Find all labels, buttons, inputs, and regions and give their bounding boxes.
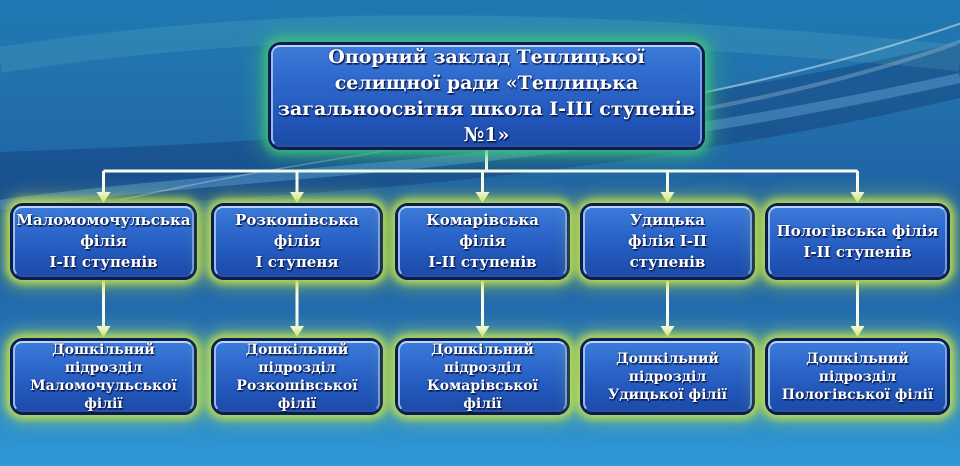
tier2-arrowheads <box>96 326 865 337</box>
top-teal-arc <box>0 15 960 73</box>
branch-label: Пологівська філія I-II ступенів <box>776 221 939 261</box>
branch-label: Розкошівська філія I ступеня <box>235 211 359 271</box>
preschool-node-polohivska: Дошкільний підрозділ Пологівської філії <box>765 338 950 415</box>
soft-wave <box>0 73 960 210</box>
branch-node-malomomochulska: Маломомочульська філія I-II ступенів <box>10 203 197 280</box>
preschool-label: Дошкільний підрозділ Комарівської філії <box>427 341 538 412</box>
tier2-connector <box>102 281 859 327</box>
preschool-label: Дошкільний підрозділ Удицької філії <box>607 350 727 403</box>
org-root-node: Опорний заклад Теплицької селищної ради … <box>268 42 705 150</box>
branch-node-rozkoshivska: Розкошівська філія I ступеня <box>211 203 383 280</box>
preschool-node-komarivska: Дошкільний підрозділ Комарівської філії <box>395 338 570 415</box>
branch-node-polohivska: Пологівська філія I-II ступенів <box>765 203 950 280</box>
org-root-label: Опорний заклад Теплицької селищної ради … <box>277 46 696 146</box>
branch-label: Комарівська філія I-II ступенів <box>426 211 539 271</box>
preschool-node-malomochulska: Дошкільний підрозділ Маломочульської філ… <box>10 338 197 415</box>
tier1-arrowheads <box>96 192 865 203</box>
preschool-label: Дошкільний підрозділ Маломочульської філ… <box>30 341 177 412</box>
preschool-node-rozkoshivska: Дошкільний підрозділ Розкошівської філії <box>211 338 383 415</box>
branch-label: Удицька філія I-II ступенів <box>627 211 708 271</box>
tier1-connector <box>102 149 859 193</box>
branch-node-udytska: Удицька філія I-II ступенів <box>580 203 755 280</box>
preschool-label: Дошкільний підрозділ Пологівської філії <box>781 350 934 403</box>
branch-label: Маломомочульська філія I-II ступенів <box>16 211 191 271</box>
preschool-label: Дошкільний підрозділ Розкошівської філії <box>236 341 358 412</box>
branch-node-komarivska: Комарівська філія I-II ступенів <box>395 203 570 280</box>
preschool-node-udytska: Дошкільний підрозділ Удицької філії <box>580 338 755 415</box>
